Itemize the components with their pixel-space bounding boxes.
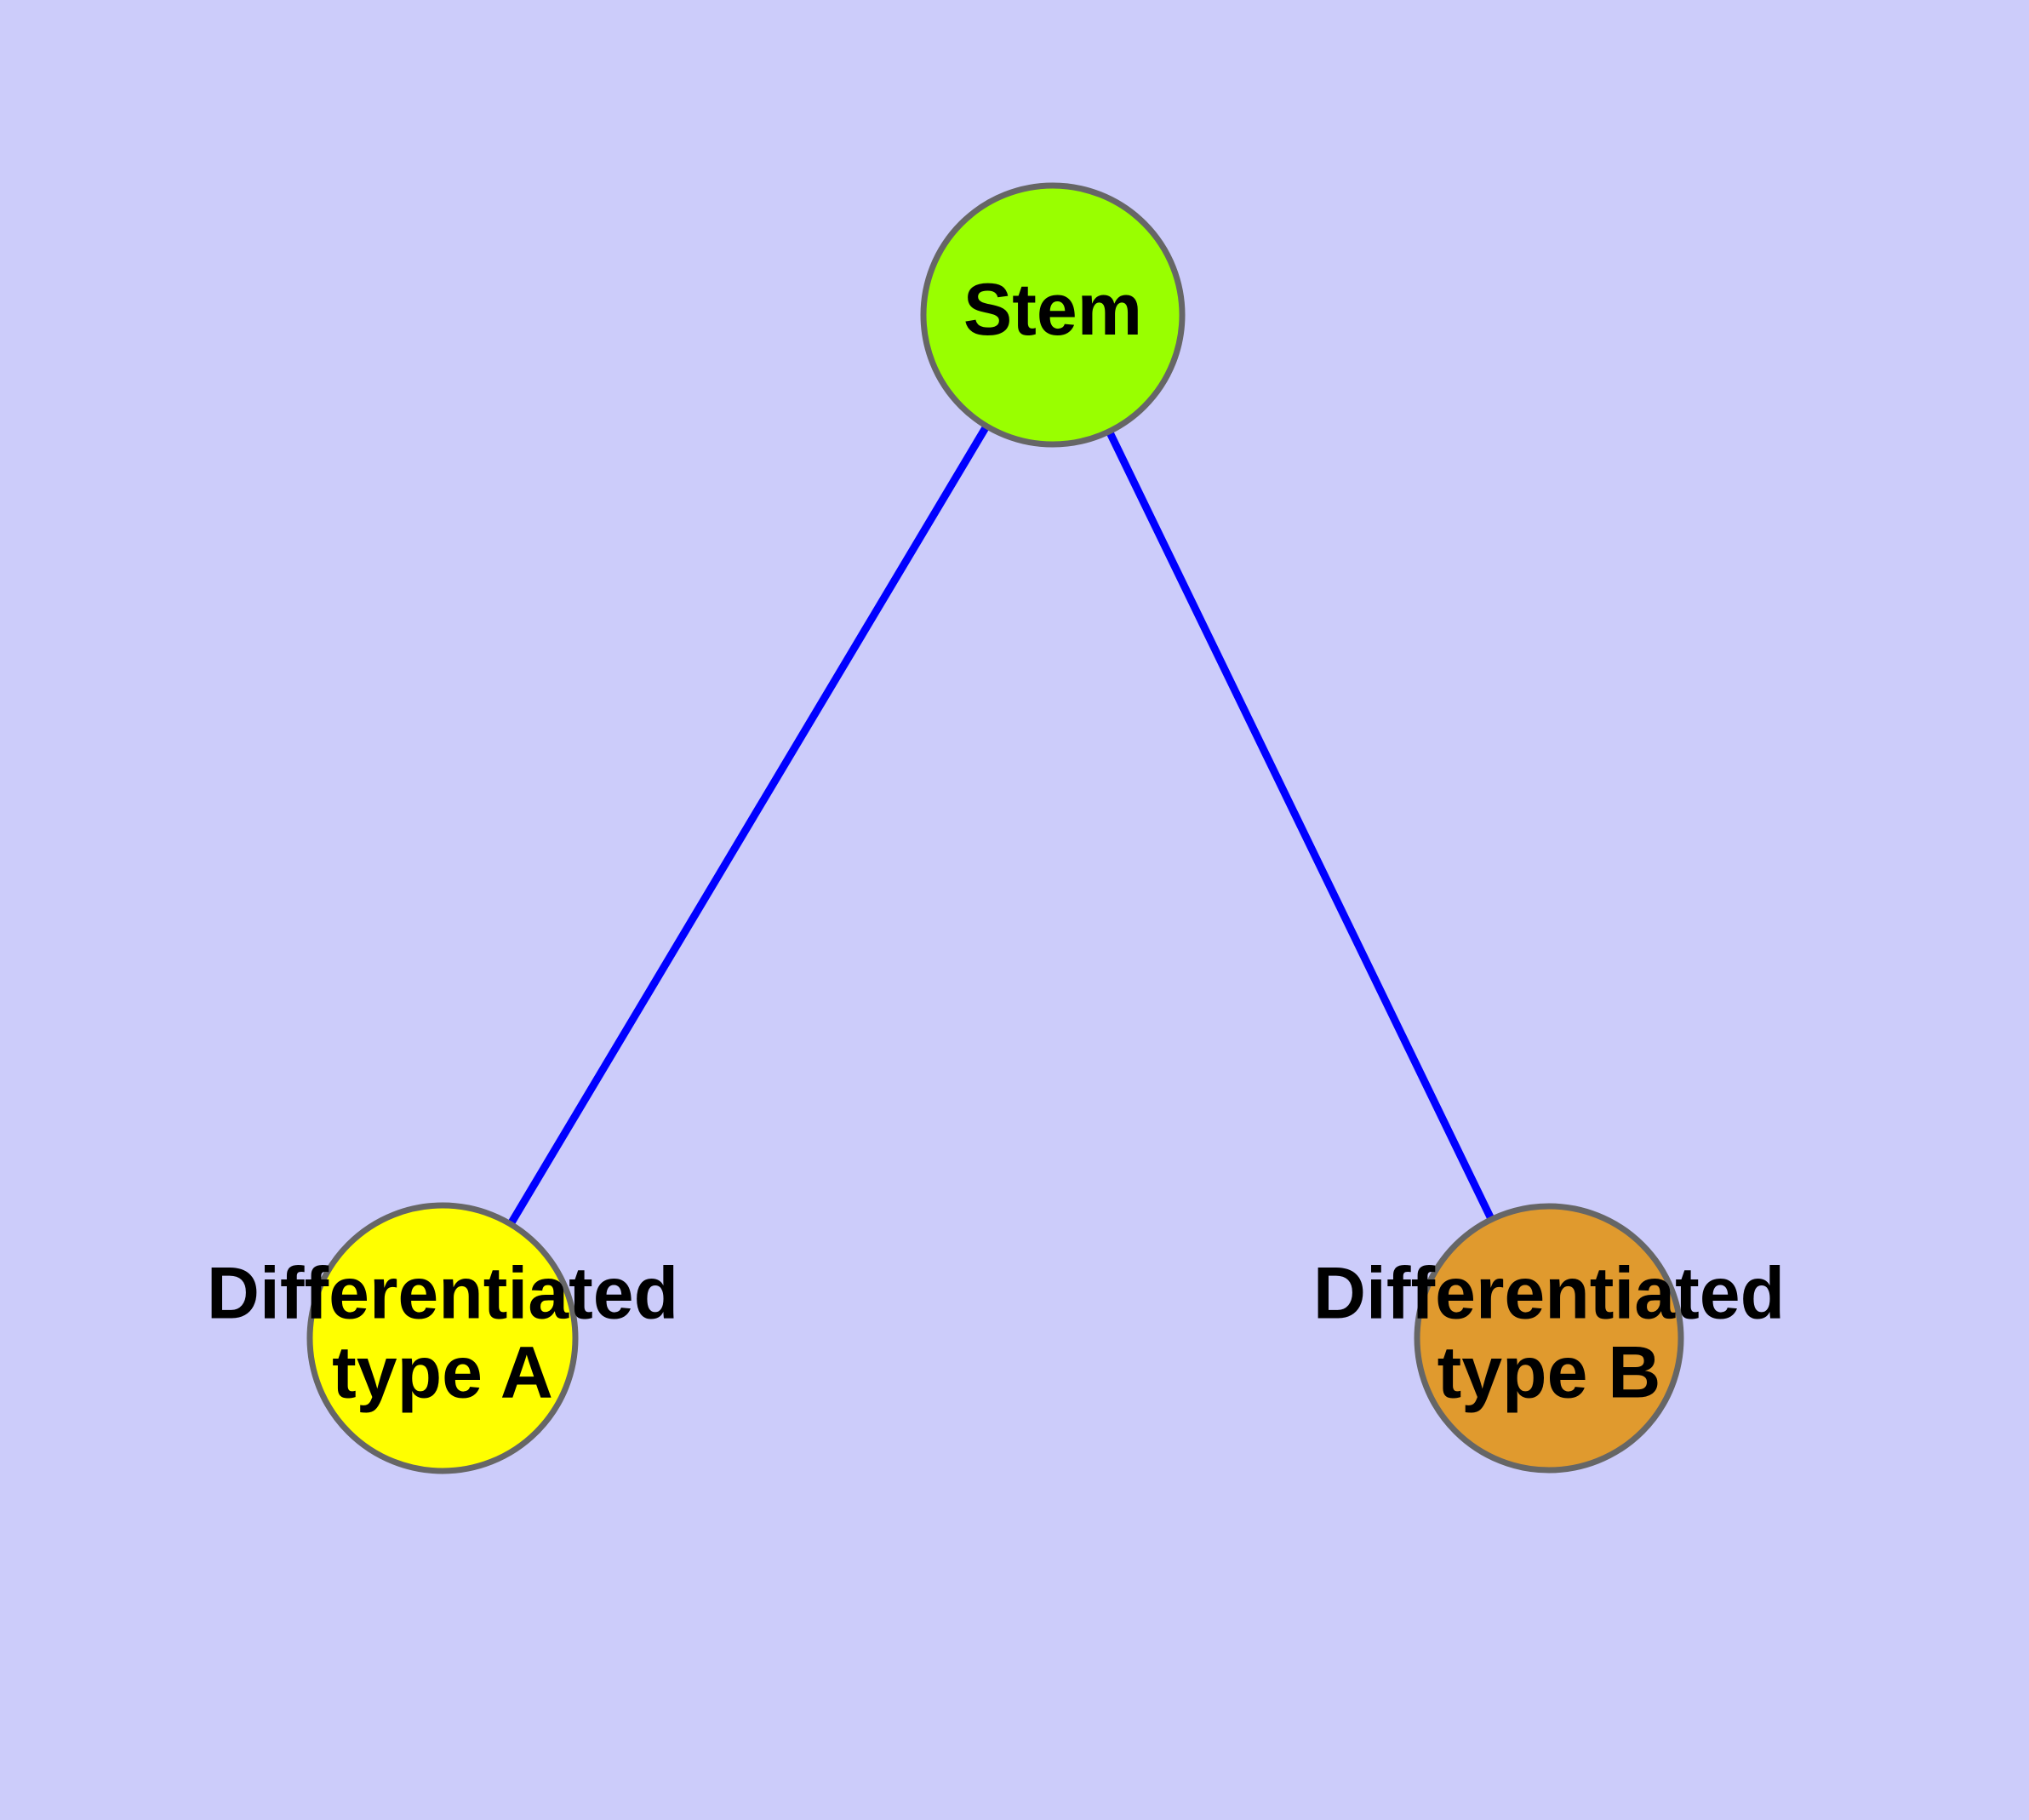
graph-node-label-line: Differentiated [1313,1252,1785,1334]
graph-node-label-line: Stem [963,269,1142,351]
node-layer [306,182,1684,1474]
graph-node-label-line: type A [332,1331,553,1413]
graph-edge[interactable] [439,312,1056,1341]
graph-node-stem[interactable] [920,182,1186,448]
graph-node-label-stem: Stem [963,269,1142,351]
graph-node-diff_b[interactable] [1414,1203,1684,1474]
edge-layer [439,312,1553,1341]
graph-edge[interactable] [1049,313,1553,1340]
graph-node-label-line: Differentiated [207,1252,678,1334]
graph-node-diff_a[interactable] [306,1202,579,1474]
graph-node-label-line: type B [1437,1331,1661,1413]
